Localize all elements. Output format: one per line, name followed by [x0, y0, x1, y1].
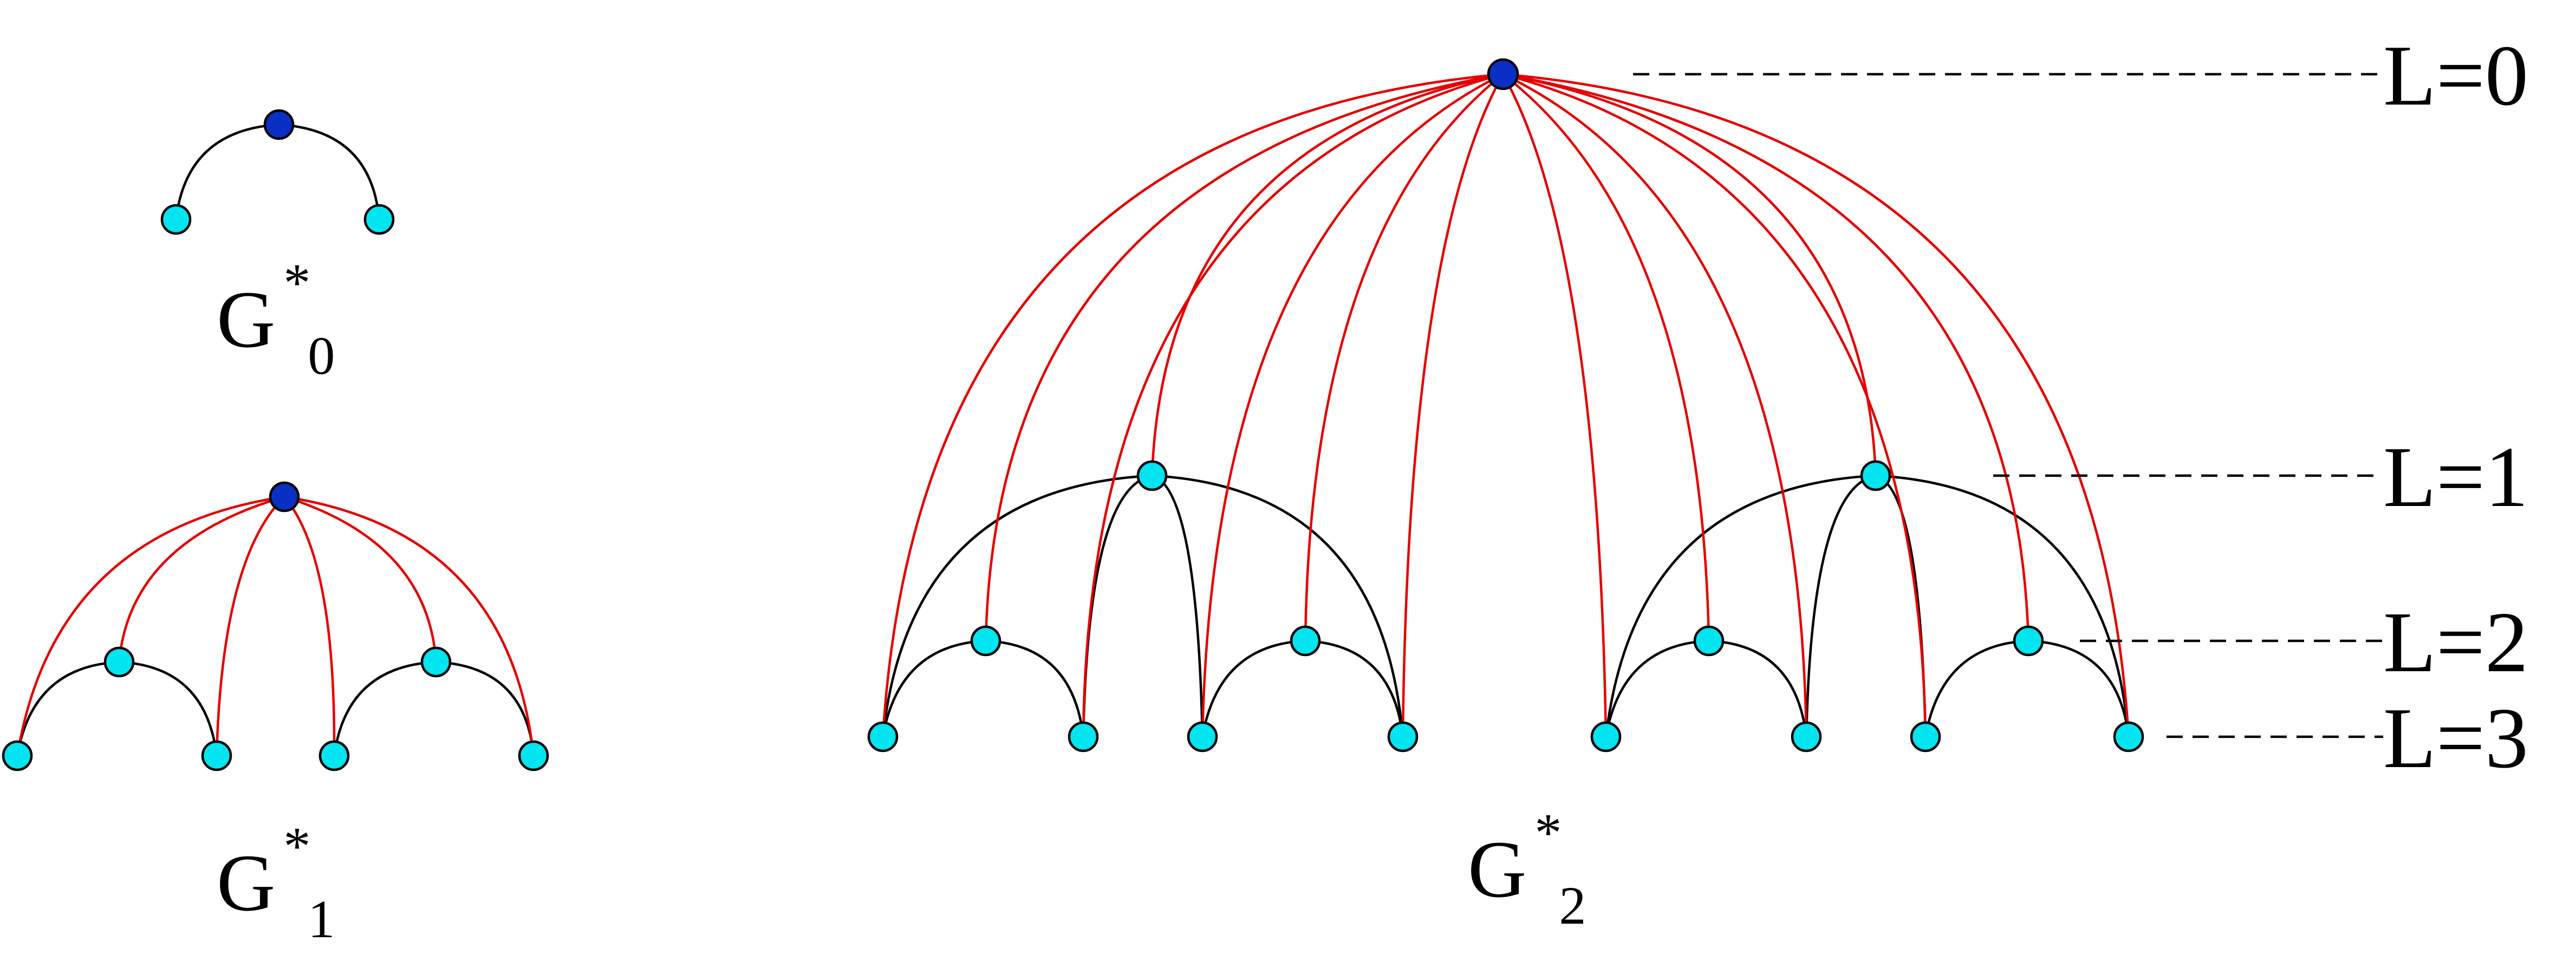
g2-level2-node — [970, 625, 1001, 657]
g1-leaf-node — [518, 740, 549, 771]
label-base: G — [217, 275, 275, 365]
g2-red-edge — [1502, 73, 2130, 737]
label-sup: * — [283, 252, 310, 313]
g2-black-edge — [881, 474, 1153, 737]
g2-red-edge — [1502, 73, 1927, 737]
g1-black-edge — [119, 660, 218, 756]
g1-black-edge — [333, 660, 437, 756]
g2-red-edge — [1150, 73, 1504, 476]
level-label-2: L=2 — [2383, 594, 2528, 690]
g2-red-edge — [881, 73, 1504, 737]
g2-black-edge — [1082, 474, 1153, 737]
g1-black-edge — [435, 660, 535, 756]
label-base: G — [1468, 825, 1526, 914]
g2-red-edge — [1304, 73, 1504, 641]
g1-red-edge — [215, 496, 285, 756]
g1-red-edge — [283, 496, 336, 756]
level-label-3: L=3 — [2383, 690, 2528, 786]
g2-level2-node — [1693, 625, 1725, 657]
g2-black-edge — [1152, 474, 1404, 737]
g2-black-edge — [1805, 474, 1876, 737]
g1-leaf-node — [201, 740, 232, 771]
g2-black-edge — [985, 639, 1085, 737]
label-sup: * — [283, 816, 310, 876]
graph-g0 — [160, 109, 395, 235]
g2-level3-node — [867, 721, 899, 752]
g2-black-edge — [2028, 639, 2130, 737]
g0-edge-right — [278, 123, 381, 220]
label-base: G — [217, 838, 275, 928]
g0-leaf-node — [363, 204, 395, 235]
g2-level3-node — [1910, 721, 1941, 752]
label-sub: 0 — [308, 326, 335, 386]
g2-black-edge — [881, 639, 986, 737]
g1-red-edge — [118, 495, 285, 663]
g2-level1-node — [1136, 460, 1168, 491]
g2-black-edge — [1152, 474, 1204, 737]
g2-black-edge — [1305, 639, 1404, 737]
g1-leaf-node — [318, 740, 350, 771]
g1-root-node — [269, 481, 300, 512]
g1-leaf-node — [2, 740, 33, 771]
g2-level2-node — [1290, 625, 1321, 657]
g2-black-edge — [1604, 639, 1709, 737]
g2-red-edge — [1502, 73, 1808, 737]
graph-g2 — [867, 58, 2144, 752]
label-sub: 2 — [1559, 875, 1586, 936]
g2-red-edge — [1502, 73, 1877, 476]
g0-root-node — [263, 109, 295, 140]
g2-black-edge — [1604, 474, 1876, 737]
g1-level1-node — [103, 646, 135, 678]
level-guides — [1633, 73, 2383, 738]
g1-black-edge — [16, 660, 120, 756]
g1-level1-node — [420, 646, 452, 678]
g2-level3-node — [1187, 721, 1218, 752]
g2-black-edge — [1708, 639, 1808, 737]
level-label-0: L=0 — [2383, 27, 2528, 124]
g2-level3-node — [2113, 721, 2144, 752]
graph-label-g2: G* 2 — [1468, 802, 1586, 936]
g1-red-edge — [16, 495, 285, 756]
g2-red-edge — [1201, 73, 1504, 737]
g2-black-edge — [1924, 639, 2029, 737]
g2-red-edge — [1401, 73, 1504, 737]
g2-level2-node — [2013, 625, 2044, 657]
g2-level3-node — [1590, 721, 1622, 752]
g2-red-edge — [1502, 73, 1710, 641]
g2-level3-node — [1791, 721, 1822, 752]
g2-red-edge — [1502, 73, 1608, 737]
g2-level1-node — [1860, 460, 1891, 491]
label-sub: 1 — [308, 889, 335, 949]
g2-root-node — [1487, 58, 1519, 90]
g1-red-edge — [284, 495, 438, 663]
g2-black-edge — [1201, 639, 1306, 737]
g2-level3-node — [1068, 721, 1099, 752]
g0-edge-left — [174, 123, 279, 220]
graph-label-g1: G* 1 — [217, 816, 335, 949]
level-label-1: L=1 — [2383, 429, 2528, 525]
label-sup: * — [1534, 802, 1562, 862]
g0-leaf-node — [160, 204, 192, 235]
g2-red-edge — [1502, 73, 2030, 641]
graph-label-g0: G* 0 — [217, 252, 335, 386]
g1-red-edge — [284, 495, 535, 756]
g2-black-edge — [1875, 474, 2130, 737]
graph-g1 — [2, 481, 549, 771]
g2-level3-node — [1387, 721, 1419, 752]
g2-red-edge — [984, 73, 1504, 641]
